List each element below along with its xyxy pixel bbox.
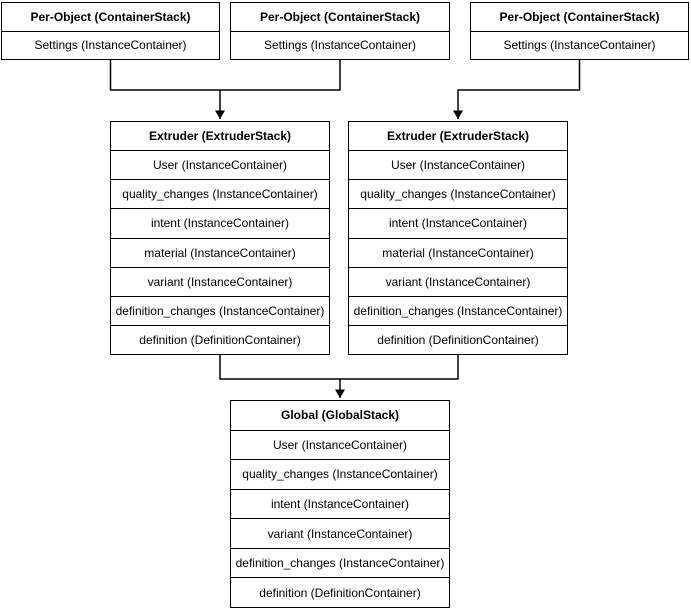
stack-row: Settings (InstanceContainer) [2,30,219,60]
stack-row: Settings (InstanceContainer) [471,30,688,60]
stack-row: User (InstanceContainer) [349,150,567,179]
stack-row: variant (InstanceContainer) [111,266,329,296]
stack-row: definition (DefinitionContainer) [349,324,567,354]
stack-row: intent (InstanceContainer) [111,208,329,237]
stack-row: material (InstanceContainer) [349,237,567,267]
stack-title: Global (GlobalStack) [280,408,400,423]
connector-extruders-join [219,355,459,380]
stack-row: quality_changes (InstanceContainer) [111,179,329,208]
global-stack: Global (GlobalStack) User (InstanceConta… [230,400,450,608]
stack-row: intent (InstanceContainer) [349,208,567,237]
stack-title: Extruder (ExtruderStack) [386,129,530,144]
stack-row: definition_changes (InstanceContainer) [231,547,449,578]
stack-row: intent (InstanceContainer) [231,488,449,519]
stack-row: quality_changes (InstanceContainer) [231,459,449,489]
connector-perobject-1-2-join [109,60,341,91]
per-object-stack-1: Per-Object (ContainerStack) Settings (In… [1,2,220,60]
stack-row: Settings (InstanceContainer) [231,30,449,60]
stack-row: User (InstanceContainer) [111,150,329,179]
stack-row: definition (DefinitionContainer) [111,324,329,354]
stack-title: Per-Object (ContainerStack) [499,9,660,24]
connector-arrow-perobject-3-to-extruder-right [453,60,581,119]
stack-row: definition_changes (InstanceContainer) [111,295,329,325]
per-object-stack-2: Per-Object (ContainerStack) Settings (In… [230,2,450,60]
stack-title: Per-Object (ContainerStack) [30,9,191,24]
stack-title: Per-Object (ContainerStack) [259,9,421,24]
stack-row: variant (InstanceContainer) [349,266,567,296]
stack-row: material (InstanceContainer) [111,237,329,267]
per-object-stack-3: Per-Object (ContainerStack) Settings (In… [470,2,689,60]
stack-row: quality_changes (InstanceContainer) [349,179,567,208]
extruder-stack-left: Extruder (ExtruderStack) User (InstanceC… [110,121,330,355]
stack-title: Extruder (ExtruderStack) [148,129,292,144]
stack-row: definition_changes (InstanceContainer) [349,295,567,325]
stack-row: variant (InstanceContainer) [231,518,449,548]
stack-row: User (InstanceContainer) [231,429,449,460]
extruder-stack-right: Extruder (ExtruderStack) User (InstanceC… [348,121,568,355]
stack-row: definition (DefinitionContainer) [231,577,449,607]
